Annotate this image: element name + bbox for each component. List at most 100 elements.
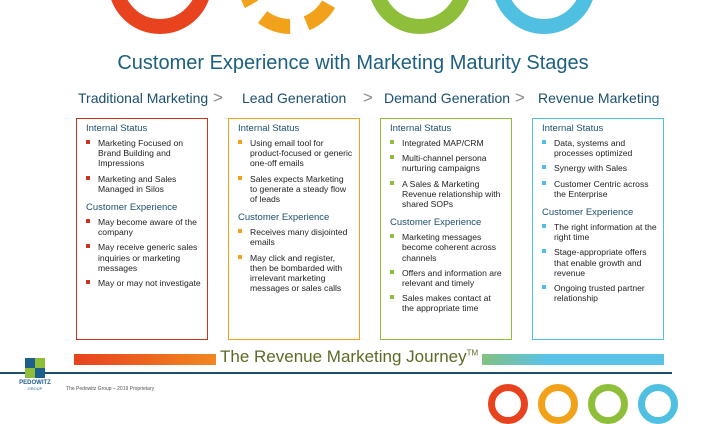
list-item: Synergy with Sales bbox=[540, 163, 657, 173]
red-ring-icon bbox=[108, 0, 212, 34]
section-heading: Customer Experience bbox=[390, 217, 482, 229]
journey-title: The Revenue Marketing JourneyTM bbox=[216, 347, 483, 367]
list-item-text: Stage-appropriate offers that enable gro… bbox=[554, 247, 647, 278]
list-item: Marketing Focused on Brand Building and … bbox=[84, 138, 201, 169]
list-item-text: Using email tool for product-focused or … bbox=[250, 138, 353, 169]
bullet-icon bbox=[542, 224, 546, 229]
internal-status-list: Integrated MAP/CRM Multi-channel persona … bbox=[388, 138, 505, 209]
bullet-icon bbox=[542, 165, 546, 170]
bullet-icon bbox=[86, 219, 90, 224]
list-item-text: Multi-channel persona nurturing campaign… bbox=[402, 153, 487, 174]
list-item: May or may not investigate bbox=[84, 278, 201, 288]
list-item-text: Synergy with Sales bbox=[554, 163, 628, 174]
bullet-icon bbox=[390, 155, 394, 160]
bullet-icon bbox=[542, 140, 546, 144]
list-item-text: Marketing messages become coherent acros… bbox=[402, 232, 497, 263]
logo-subtext: GROUP bbox=[27, 386, 43, 391]
section-heading: Customer Experience bbox=[86, 202, 178, 214]
company-logo: PEDOWITZ GROUP bbox=[18, 358, 52, 391]
bullet-icon bbox=[86, 280, 90, 285]
bullet-icon bbox=[86, 175, 90, 180]
footer-copyright: The Pedowitz Group – 2019 Proprietary bbox=[66, 386, 155, 392]
bullet-icon bbox=[238, 229, 242, 234]
blue-ring-icon bbox=[492, 0, 596, 34]
list-item: Integrated MAP/CRM bbox=[388, 138, 505, 148]
bullet-icon bbox=[238, 175, 242, 180]
section-heading: Internal Status bbox=[390, 123, 452, 134]
customer-experience-list: Marketing messages become coherent acros… bbox=[388, 232, 505, 313]
list-item-text: May or may not investigate bbox=[98, 278, 201, 289]
green-ring-icon bbox=[588, 384, 628, 424]
list-item-text: Sales makes contact at the appropriate t… bbox=[402, 293, 491, 314]
trademark-mark: TM bbox=[466, 348, 479, 358]
bullet-icon bbox=[390, 180, 394, 185]
list-item: Marketing messages become coherent acros… bbox=[388, 232, 505, 263]
red-ring-icon bbox=[488, 384, 528, 424]
orange-ring-icon bbox=[538, 384, 578, 424]
chevron-right-icon: > bbox=[213, 88, 223, 107]
blue-ring-icon bbox=[638, 384, 678, 424]
list-item: Sales makes contact at the appropriate t… bbox=[388, 293, 505, 313]
footer-divider bbox=[0, 372, 672, 374]
section-heading: Internal Status bbox=[542, 123, 604, 134]
list-item-text: Integrated MAP/CRM bbox=[402, 138, 484, 148]
list-item: Marketing and Sales Managed in Silos bbox=[84, 174, 201, 194]
bullet-icon bbox=[542, 180, 546, 185]
stage-header-traditional: Traditional Marketing bbox=[78, 90, 209, 106]
stage-header-demand-generation: Demand Generation bbox=[384, 90, 511, 106]
list-item-text: Sales expects Marketing to generate a st… bbox=[250, 173, 347, 205]
bullet-icon bbox=[542, 285, 546, 290]
page-title: Customer Experience with Marketing Matur… bbox=[117, 52, 589, 74]
bullet-icon bbox=[390, 269, 394, 274]
bullet-icon bbox=[390, 234, 394, 239]
list-item-text: Marketing Focused on Brand Building and … bbox=[98, 138, 184, 169]
list-item-text: Receives many disjointed emails bbox=[250, 227, 348, 248]
list-item-text: A Sales & Marketing Revenue relationship… bbox=[402, 178, 501, 210]
internal-status-list: Using email tool for product-focused or … bbox=[236, 138, 353, 204]
bullet-icon bbox=[238, 140, 242, 144]
list-item: Receives many disjointed emails bbox=[236, 227, 353, 247]
bullet-icon bbox=[542, 249, 546, 254]
list-item-text: Ongoing trusted partner relationship bbox=[554, 283, 645, 304]
bullet-icon bbox=[238, 254, 242, 259]
orange-ring-icon bbox=[238, 0, 342, 34]
list-item: Offers and information are relevant and … bbox=[388, 268, 505, 288]
section-heading: Customer Experience bbox=[238, 212, 330, 224]
list-item: May become aware of the company bbox=[84, 217, 201, 237]
list-item: Sales expects Marketing to generate a st… bbox=[236, 174, 353, 205]
logo-icon bbox=[25, 358, 45, 378]
section-heading: Customer Experience bbox=[542, 207, 634, 219]
chevron-right-icon: > bbox=[363, 88, 373, 107]
list-item: Data, systems and processes optimized bbox=[540, 138, 657, 158]
list-item-text: Customer Centric across the Enterprise bbox=[554, 178, 649, 199]
green-ring-icon bbox=[368, 0, 472, 34]
stage-header-revenue-marketing: Revenue Marketing bbox=[538, 90, 660, 106]
list-item-text: The right information at the right time bbox=[554, 222, 657, 243]
section-heading: Internal Status bbox=[238, 123, 300, 134]
section-heading: Internal Status bbox=[86, 123, 148, 134]
list-item-text: Offers and information are relevant and … bbox=[402, 267, 502, 289]
bullet-icon bbox=[390, 295, 394, 300]
bullet-icon bbox=[390, 140, 394, 144]
list-item: The right information at the right time bbox=[540, 222, 657, 242]
list-item-text: May become aware of the company bbox=[98, 217, 197, 238]
list-item-text: May click and register, then be bombarde… bbox=[250, 252, 343, 294]
list-item-text: Marketing and Sales Managed in Silos bbox=[98, 173, 177, 194]
list-item: A Sales & Marketing Revenue relationship… bbox=[388, 179, 505, 210]
chevron-right-icon: > bbox=[515, 88, 525, 107]
list-item: Customer Centric across the Enterprise bbox=[540, 179, 657, 199]
list-item: Stage-appropriate offers that enable gro… bbox=[540, 247, 657, 278]
list-item-text: May receive generic sales inquiries or m… bbox=[98, 242, 198, 273]
journey-label: The Revenue Marketing Journey bbox=[220, 347, 467, 366]
internal-status-list: Marketing Focused on Brand Building and … bbox=[84, 138, 201, 194]
list-item: Multi-channel persona nurturing campaign… bbox=[388, 153, 505, 173]
list-item: May receive generic sales inquiries or m… bbox=[84, 242, 201, 273]
logo-name: PEDOWITZ bbox=[19, 380, 51, 386]
